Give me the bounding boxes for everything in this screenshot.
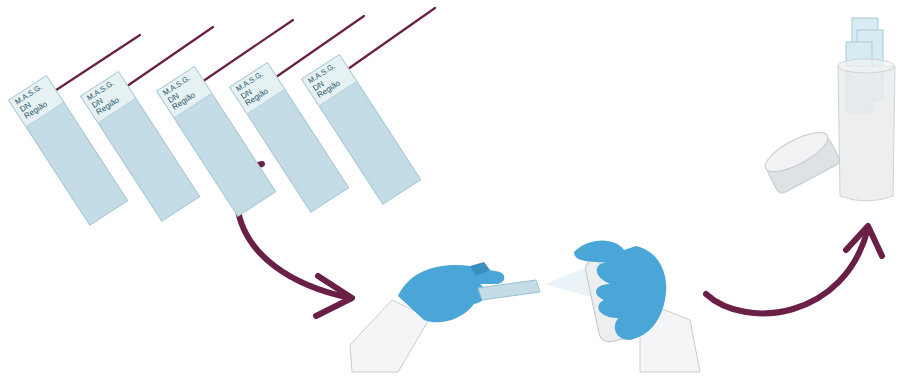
slide-label-area: M.A.S.G.DNRegião	[157, 67, 211, 117]
lid-top	[760, 125, 833, 179]
glass-slide	[478, 280, 540, 300]
jar-rim	[838, 59, 894, 73]
jar-lid	[760, 125, 842, 195]
slide-label-area: M.A.S.G.DNRegião	[302, 55, 356, 105]
jar-body	[838, 66, 895, 201]
slide-label-area: M.A.S.G.DNRegião	[81, 72, 135, 122]
arrow-head	[316, 276, 352, 316]
glove-thumb	[470, 262, 490, 276]
arrow-shaft	[706, 228, 868, 313]
slide-label-area: M.A.S.G.DNRegião	[230, 63, 284, 113]
slide-jar	[760, 18, 895, 201]
slide-string	[338, 8, 435, 76]
slide-label-area: M.A.S.G.DNRegião	[9, 76, 63, 126]
gloved-hand-with-slide	[350, 262, 540, 372]
arrow-head	[846, 226, 882, 256]
gloved-hand-with-spray	[574, 241, 700, 373]
glove	[574, 241, 666, 341]
curved-arrow	[706, 226, 882, 313]
